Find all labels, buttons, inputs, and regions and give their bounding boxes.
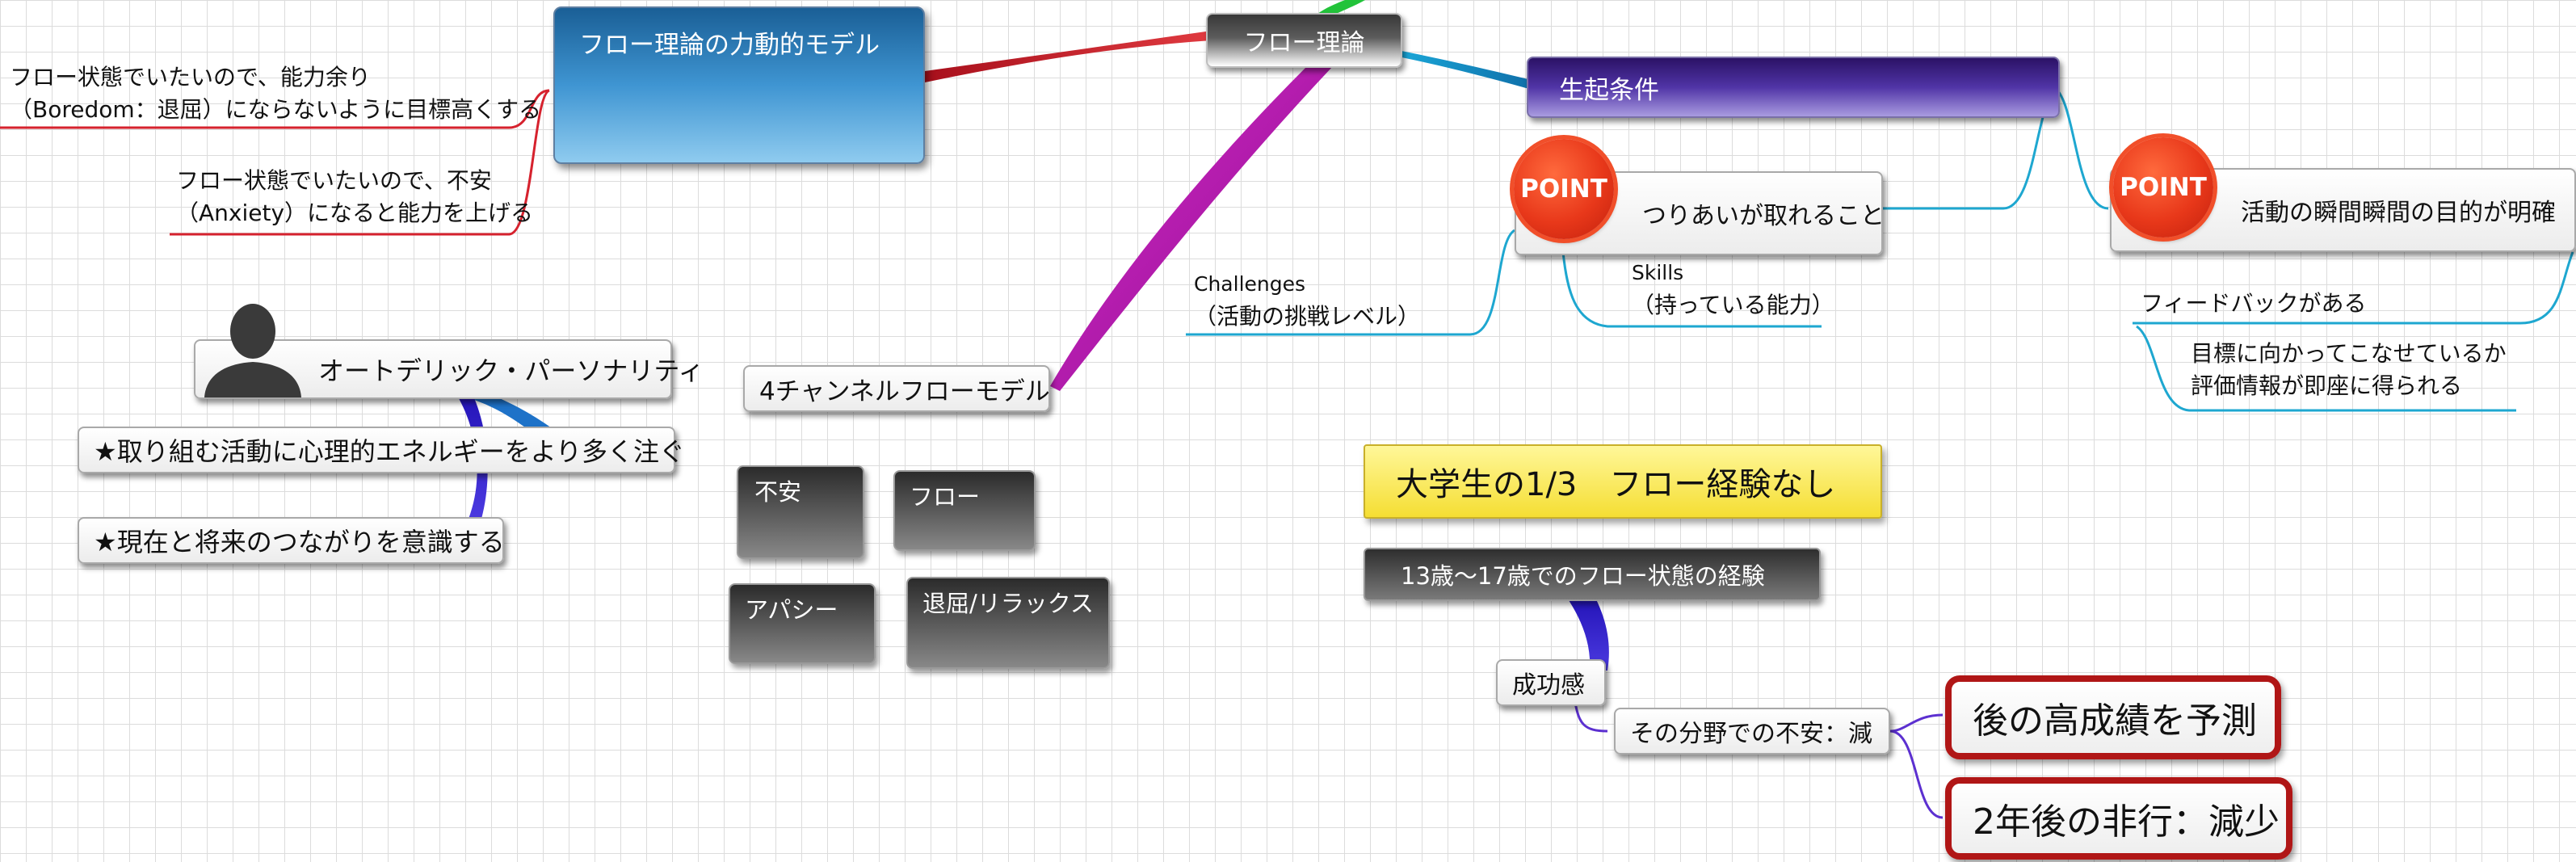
delinquency-label: 2年後の非行：減少 — [1973, 801, 2280, 843]
boredom-line — [0, 89, 550, 129]
autotelic-title: オートデリック・パーソナリティ — [318, 355, 704, 386]
dynamic-model-node[interactable]: フロー理論の力動的モデル — [553, 6, 925, 164]
quadrant-apathy-label: アパシー — [745, 596, 838, 624]
skills-note: Skills （持っている能力） — [1632, 257, 1834, 322]
predict-label: 後の高成績を予測 — [1973, 700, 2257, 742]
feedback-detail-line — [2136, 325, 2516, 412]
autotelic-item-2[interactable]: ★現在と将来のつながりを意識する — [78, 517, 505, 564]
feedback-detail-note: 目標に向かってこなせているか 評価情報が即座に得られる — [2191, 338, 2507, 402]
feedback-detail-line-1: 目標に向かってこなせているか — [2191, 340, 2507, 367]
delinquency-line — [1889, 730, 1944, 819]
skills-line — [1561, 251, 1822, 328]
challenges-note: Challenges （活動の挑戦レベル） — [1194, 268, 1420, 333]
feedback-label: フィードバックがある — [2141, 290, 2367, 317]
challenges-line-2: （活動の挑戦レベル） — [1194, 303, 1421, 330]
autotelic-item-2-label: ★現在と将来のつながりを意識する — [94, 527, 505, 557]
dynamic-model-title: フロー理論の力動的モデル — [579, 31, 880, 60]
challenges-line-1: Challenges — [1194, 272, 1306, 296]
students-headline[interactable]: 大学生の1/3 フロー経験なし — [1364, 444, 1882, 519]
clear-goals-label: 活動の瞬間瞬間の目的が明確 — [2241, 199, 2556, 227]
skills-line-1: Skills — [1632, 261, 1684, 284]
success-label: 成功感 — [1512, 671, 1585, 700]
teen-flow-label: 13歳～17歳でのフロー状態の経験 — [1401, 562, 1765, 590]
boredom-note-line-2: （Boredom：退屈）にならないように目標高くする — [10, 96, 542, 123]
green-branch — [1317, 0, 1365, 16]
autotelic-item-1[interactable]: ★取り組む活動に心理的エネルギーをより多く注ぐ — [78, 427, 685, 473]
quadrant-flow-label: フロー — [910, 483, 981, 511]
feedback-line — [2133, 251, 2574, 325]
quadrant-flow[interactable]: フロー — [893, 470, 1036, 551]
blue-branch — [1397, 50, 1535, 90]
success-node[interactable]: 成功感 — [1496, 659, 1606, 706]
boredom-note: フロー状態でいたいので、能力余り （Boredom：退屈）にならないように目標高… — [10, 61, 541, 126]
point-badge-balance-label: POINT — [1520, 175, 1607, 204]
anxiety-decrease-node[interactable]: その分野での不安：減 — [1614, 708, 1890, 755]
four-channel-title: 4チャンネルフローモデル — [759, 376, 1050, 406]
red-branch — [925, 31, 1212, 82]
central-node[interactable]: フロー理論 — [1206, 13, 1402, 68]
quadrant-anxiety-label: 不安 — [754, 478, 802, 506]
delinquency-node[interactable]: 2年後の非行：減少 — [1945, 777, 2292, 860]
success-line — [1574, 702, 1608, 733]
autotelic-stem — [456, 394, 488, 519]
person-silhouette-icon — [204, 304, 301, 397]
predict-line — [1889, 713, 1944, 733]
autotelic-node[interactable]: オートデリック・パーソナリティ — [194, 339, 704, 399]
anxiety-decrease-label: その分野での不安：減 — [1630, 720, 1872, 748]
students-headline-label: 大学生の1/3 フロー経験なし — [1396, 466, 1836, 503]
anxiety-note-line-2: （Anxiety）になると能力を上げる — [176, 200, 534, 226]
autotelic-item-1-label: ★取り組む活動に心理的エネルギーをより多く注ぐ — [94, 436, 686, 467]
conditions-goals-line — [2054, 87, 2109, 210]
conditions-node[interactable]: 生起条件 — [1527, 57, 2060, 118]
teen-branch — [1567, 598, 1609, 671]
feedback-detail-line-2: 評価情報が即座に得られる — [2191, 372, 2463, 399]
challenges-line — [1186, 229, 1515, 336]
magenta-branch — [1050, 65, 1333, 391]
quadrant-anxiety[interactable]: 不安 — [737, 465, 864, 559]
point-badge-balance: POINT — [1514, 139, 1614, 239]
central-node-label: フロー理論 — [1243, 29, 1365, 57]
teen-flow-node[interactable]: 13歳～17歳でのフロー状態の経験 — [1364, 548, 1821, 601]
point-badge-goals-label: POINT — [2120, 173, 2207, 202]
anxiety-note: フロー状態でいたいので、不安 （Anxiety）になると能力を上げる — [176, 165, 533, 229]
quadrant-boredom-relax[interactable]: 退屈/リラックス — [906, 577, 1110, 669]
quadrant-boredom-relax-label: 退屈/リラックス — [922, 590, 1094, 617]
skills-line-2: （持っている能力） — [1632, 292, 1834, 318]
quadrant-apathy[interactable]: アパシー — [729, 583, 876, 664]
boredom-note-line-1: フロー状態でいたいので、能力余り — [10, 64, 371, 90]
four-channel-node[interactable]: 4チャンネルフローモデル — [743, 365, 1050, 412]
anxiety-line — [170, 89, 550, 236]
point-badge-goals: POINT — [2113, 137, 2213, 238]
anxiety-note-line-1: フロー状態でいたいので、不安 — [176, 167, 492, 194]
predict-node[interactable]: 後の高成績を予測 — [1945, 675, 2281, 759]
feedback-note: フィードバックがある — [2141, 288, 2366, 320]
conditions-title: 生起条件 — [1559, 75, 1659, 105]
balance-label: つりあいが取れること — [1642, 202, 1885, 230]
